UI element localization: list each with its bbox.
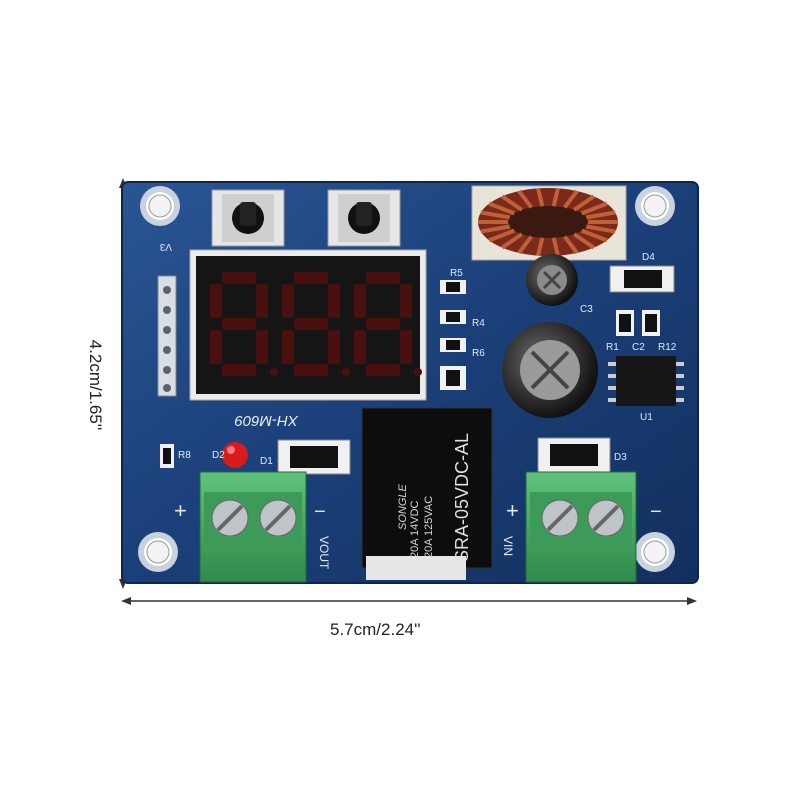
coil-winding: [488, 228, 516, 243]
digit-segment: [282, 284, 294, 318]
height-label: 4.2cm/1.65'': [86, 339, 105, 431]
push-button-left[interactable]: [211, 189, 285, 247]
coil-winding: [517, 189, 533, 209]
digit-segment: [400, 284, 412, 318]
terminal-screw-vout-plus[interactable]: [211, 499, 249, 537]
display-digits: [210, 272, 422, 376]
coil-winding: [480, 224, 510, 234]
width-label: 5.7cm/2.24'': [330, 620, 421, 639]
digit-segment: [366, 318, 400, 330]
coil-winding: [563, 189, 579, 209]
silkscreen-r5: R5: [450, 268, 463, 279]
terminal-screw-vin-minus[interactable]: [587, 499, 625, 537]
digit-segment: [354, 330, 366, 364]
push-button-right[interactable]: [327, 189, 401, 247]
coil-winding: [501, 232, 523, 250]
silkscreen-d4: D4: [642, 252, 655, 263]
resistor-r8: [160, 444, 174, 468]
capacitor-small: [526, 254, 578, 306]
coil-winding: [563, 235, 579, 255]
silkscreen-u1: U1: [640, 412, 653, 423]
silkscreen-plus-right: +: [506, 498, 519, 523]
digit-segment: [256, 330, 268, 364]
silkscreen-c3: C3: [580, 304, 593, 315]
digit-segment: [294, 318, 328, 330]
coil-winding: [580, 228, 608, 243]
relay-rating-2: 20A 125VAC: [423, 496, 435, 558]
coil-winding: [517, 235, 533, 255]
mounting-hole: [635, 532, 675, 572]
silkscreen-minus-left: −: [314, 501, 326, 523]
silkscreen-r4: R4: [472, 318, 485, 329]
decimal-point: [414, 368, 422, 376]
coil-winding: [551, 187, 560, 207]
terminal-screw-vout-minus[interactable]: [259, 499, 297, 537]
relay-model: SRA-05VDC-AL: [452, 433, 472, 562]
coil-winding: [551, 237, 560, 257]
coil-winding: [586, 224, 616, 234]
coil-winding: [536, 187, 545, 207]
silkscreen-v3: V3: [159, 241, 172, 252]
digit-segment: [210, 330, 222, 364]
diode-d4: [609, 265, 675, 293]
silkscreen-vout: VOUT: [317, 536, 331, 570]
digit-segment: [222, 272, 256, 284]
digit-segment: [328, 284, 340, 318]
silkscreen-r6: R6: [472, 348, 485, 359]
silkscreen-minus-right: −: [650, 501, 662, 523]
pin-header: [157, 275, 177, 397]
led-red: [222, 442, 248, 468]
digit-segment: [222, 318, 256, 330]
diode-d1: [277, 439, 351, 475]
relay: [361, 407, 493, 580]
smd-resistors: [440, 280, 660, 390]
coil-winding: [586, 210, 616, 220]
coil-winding: [573, 232, 595, 250]
terminal-screw-vin-plus[interactable]: [541, 499, 579, 537]
digit-segment: [294, 272, 328, 284]
silkscreen-d3: D3: [614, 452, 627, 463]
width-arrow-right: [687, 597, 697, 605]
diode-d3: [537, 437, 611, 473]
silkscreen-d2: D2: [212, 450, 225, 461]
silkscreen-plus-left: +: [174, 498, 187, 523]
width-arrow-left: [121, 597, 131, 605]
digit-segment: [366, 272, 400, 284]
coil-winding: [501, 194, 523, 212]
silkscreen-r1: R1: [606, 342, 619, 353]
silkscreen-r12: R12: [658, 342, 677, 353]
digit-segment: [222, 364, 256, 376]
model-label: XH-M609: [234, 412, 299, 429]
digit-segment: [282, 330, 294, 364]
silkscreen-c2: C2: [632, 342, 645, 353]
coil-windings: [478, 187, 618, 257]
relay-rating-1: 20A 14VDC: [409, 500, 421, 558]
mounting-hole: [635, 186, 675, 226]
digit-segment: [256, 284, 268, 318]
digit-segment: [366, 364, 400, 376]
digit-segment: [328, 330, 340, 364]
digit-segment: [294, 364, 328, 376]
coil-winding: [488, 201, 516, 216]
coil-winding: [536, 237, 545, 257]
decimal-point: [270, 368, 278, 376]
coil-winding: [573, 194, 595, 212]
digit-segment: [210, 284, 222, 318]
relay-brand: SONGLE: [397, 483, 409, 530]
relay-label-group: SONGLE 20A 14VDC 20A 125VAC SRA-05VDC-AL: [397, 433, 472, 562]
silkscreen-d1: D1: [260, 456, 273, 467]
ic-u1: [608, 356, 684, 406]
digit-segment: [400, 330, 412, 364]
mounting-hole: [140, 186, 180, 226]
decimal-point: [342, 368, 350, 376]
digit-segment: [354, 284, 366, 318]
capacitor-large: [502, 322, 598, 418]
pcb-board: V3 XH-M609: [121, 181, 699, 584]
mounting-hole: [138, 532, 178, 572]
coil-winding: [480, 210, 510, 220]
silkscreen-r8: R8: [178, 450, 191, 461]
coil-winding: [580, 201, 608, 216]
silkscreen-vin: VIN: [501, 536, 515, 556]
